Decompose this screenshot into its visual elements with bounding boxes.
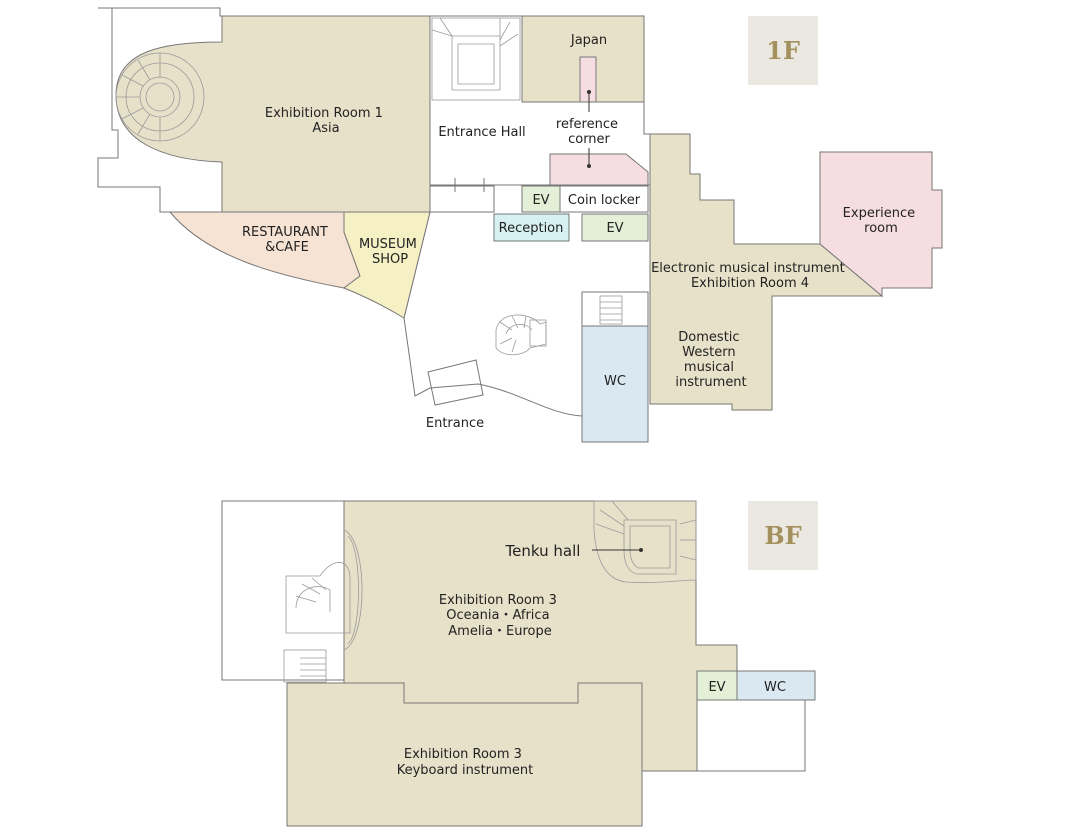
outer-wall-west [97, 7, 223, 213]
bf-exhibition-room-3-keyboard [286, 682, 643, 827]
tenku-hall-dot [639, 548, 643, 552]
reception-box [493, 213, 570, 242]
label-reception: Reception [499, 221, 564, 236]
bf-storage-outline [696, 700, 806, 772]
spiral-stair-icon [115, 52, 205, 142]
label-experience-room: Experience room [843, 206, 920, 236]
experience-room-area [819, 151, 943, 298]
stair-east-box [581, 291, 649, 327]
label-tenku-hall: Tenku hall [505, 542, 581, 560]
reference-corner-dot-top [587, 90, 591, 94]
first-floor-plan: Exhibition Room 1 Asia Japan Entrance Ha… [97, 7, 943, 443]
coin-locker-box [559, 185, 649, 213]
label-bf-wc: WC [764, 680, 786, 695]
entrance-vestibule [427, 359, 484, 406]
label-entrance-hall: Entrance Hall [438, 125, 525, 140]
reference-corner-area [549, 153, 649, 186]
label-exhibition-room-4: Electronic musical instrument Exhibition… [651, 261, 849, 291]
floor-badge-1f-text: 1F [766, 36, 800, 65]
label-exhibition-room-3-world: Exhibition Room 3 Oceania・Africa Amelia・… [439, 593, 561, 639]
label-exhibition-room-3-keyboard: Exhibition Room 3 Keyboard instrument [397, 747, 534, 778]
label-bf-ev: EV [708, 680, 725, 695]
basement-floor-plan: Tenku hall Exhibition Room 3 Oceania・Afr… [221, 500, 818, 827]
label-museum-shop: MUSEUM SHOP [359, 237, 421, 267]
floor-badge-1f [748, 16, 818, 85]
label-coin-locker: Coin locker [568, 193, 641, 208]
label-wc-1f: WC [604, 374, 626, 389]
stair-east-icon [599, 295, 623, 325]
museum-shop-area [342, 211, 431, 319]
label-reference-corner: reference corner [556, 117, 622, 147]
label-exhibition-room-1: Exhibition Room 1 Asia [265, 106, 387, 136]
bf-spiral-stair-icon [283, 529, 363, 683]
reference-corner-marker [579, 56, 597, 103]
ev-upper-box [521, 185, 561, 213]
ev-lower-box [581, 213, 649, 242]
floor-badge-bf [748, 501, 818, 570]
reference-corner-dot-bottom [587, 164, 591, 168]
lobby-spiral-stair-icon [495, 314, 547, 356]
label-ev-lower: EV [606, 221, 623, 236]
floor-badge-bf-text: BF [764, 521, 801, 550]
label-ev-upper: EV [532, 193, 549, 208]
bf-wc-box [736, 670, 816, 701]
label-domestic-western: Domestic Western musical instrument [675, 330, 746, 390]
stair-north-icon [431, 17, 521, 101]
bf-ev-box [696, 670, 738, 701]
label-entrance: Entrance [426, 416, 484, 431]
label-restaurant: RESTAURANT &CAFE [242, 225, 332, 255]
wc-1f-area [581, 325, 649, 443]
label-japan: Japan [570, 33, 607, 48]
